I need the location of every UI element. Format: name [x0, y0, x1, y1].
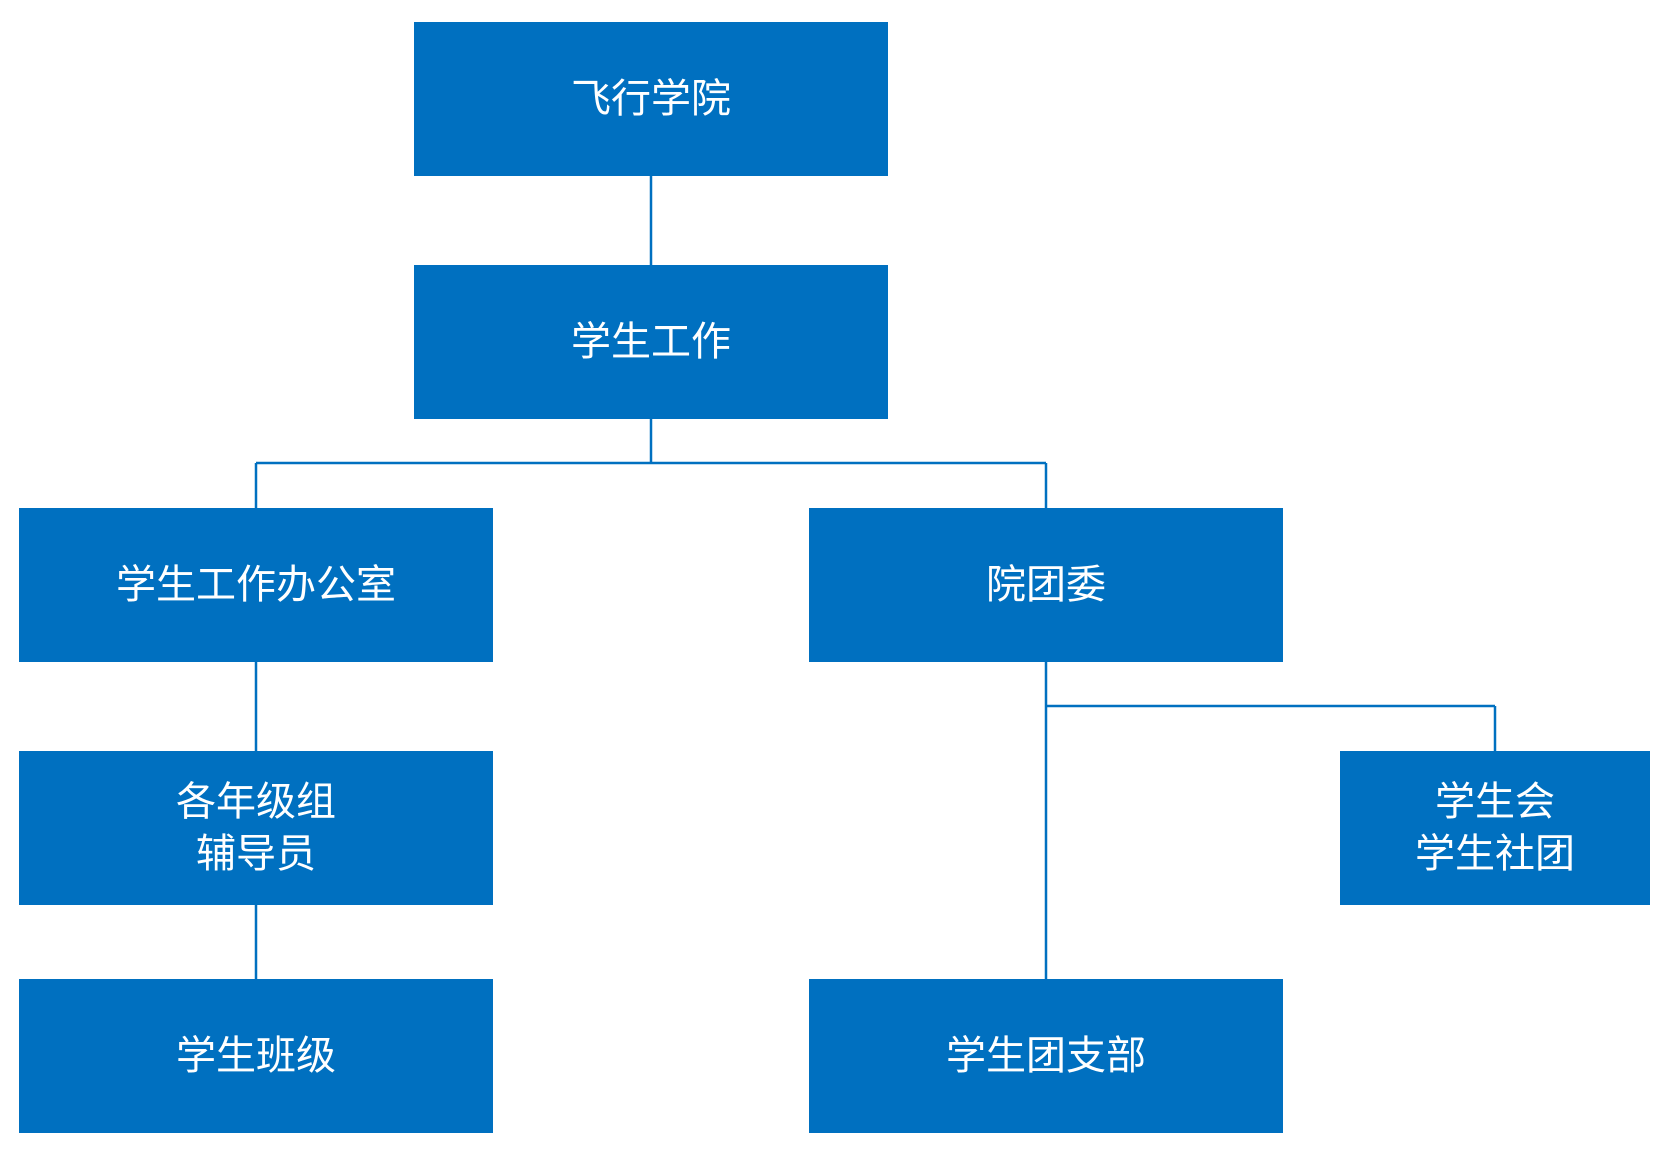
node-student-classes-label: 学生班级 — [176, 1033, 336, 1079]
node-league-branch-label: 学生团支部 — [946, 1033, 1146, 1079]
node-grade-advisors-label-line1: 各年级组 — [176, 779, 336, 825]
node-student-work-label: 学生工作 — [571, 319, 731, 365]
node-student-work: 学生工作 — [414, 265, 888, 419]
node-grade-advisors: 各年级组 辅导员 — [19, 751, 493, 905]
node-college: 飞行学院 — [414, 22, 888, 176]
node-student-classes: 学生班级 — [19, 979, 493, 1133]
node-union-clubs-label-line2: 学生社团 — [1415, 831, 1575, 877]
node-grade-advisors-label-line2: 辅导员 — [196, 831, 316, 877]
node-work-office: 学生工作办公室 — [19, 508, 493, 662]
node-league-branch: 学生团支部 — [809, 979, 1283, 1133]
node-union-clubs: 学生会 学生社团 — [1340, 751, 1650, 905]
node-youth-league-label: 院团委 — [986, 562, 1106, 608]
node-union-clubs-label-line1: 学生会 — [1435, 779, 1555, 825]
node-work-office-label: 学生工作办公室 — [116, 562, 396, 608]
node-youth-league: 院团委 — [809, 508, 1283, 662]
node-college-label: 飞行学院 — [571, 76, 731, 122]
